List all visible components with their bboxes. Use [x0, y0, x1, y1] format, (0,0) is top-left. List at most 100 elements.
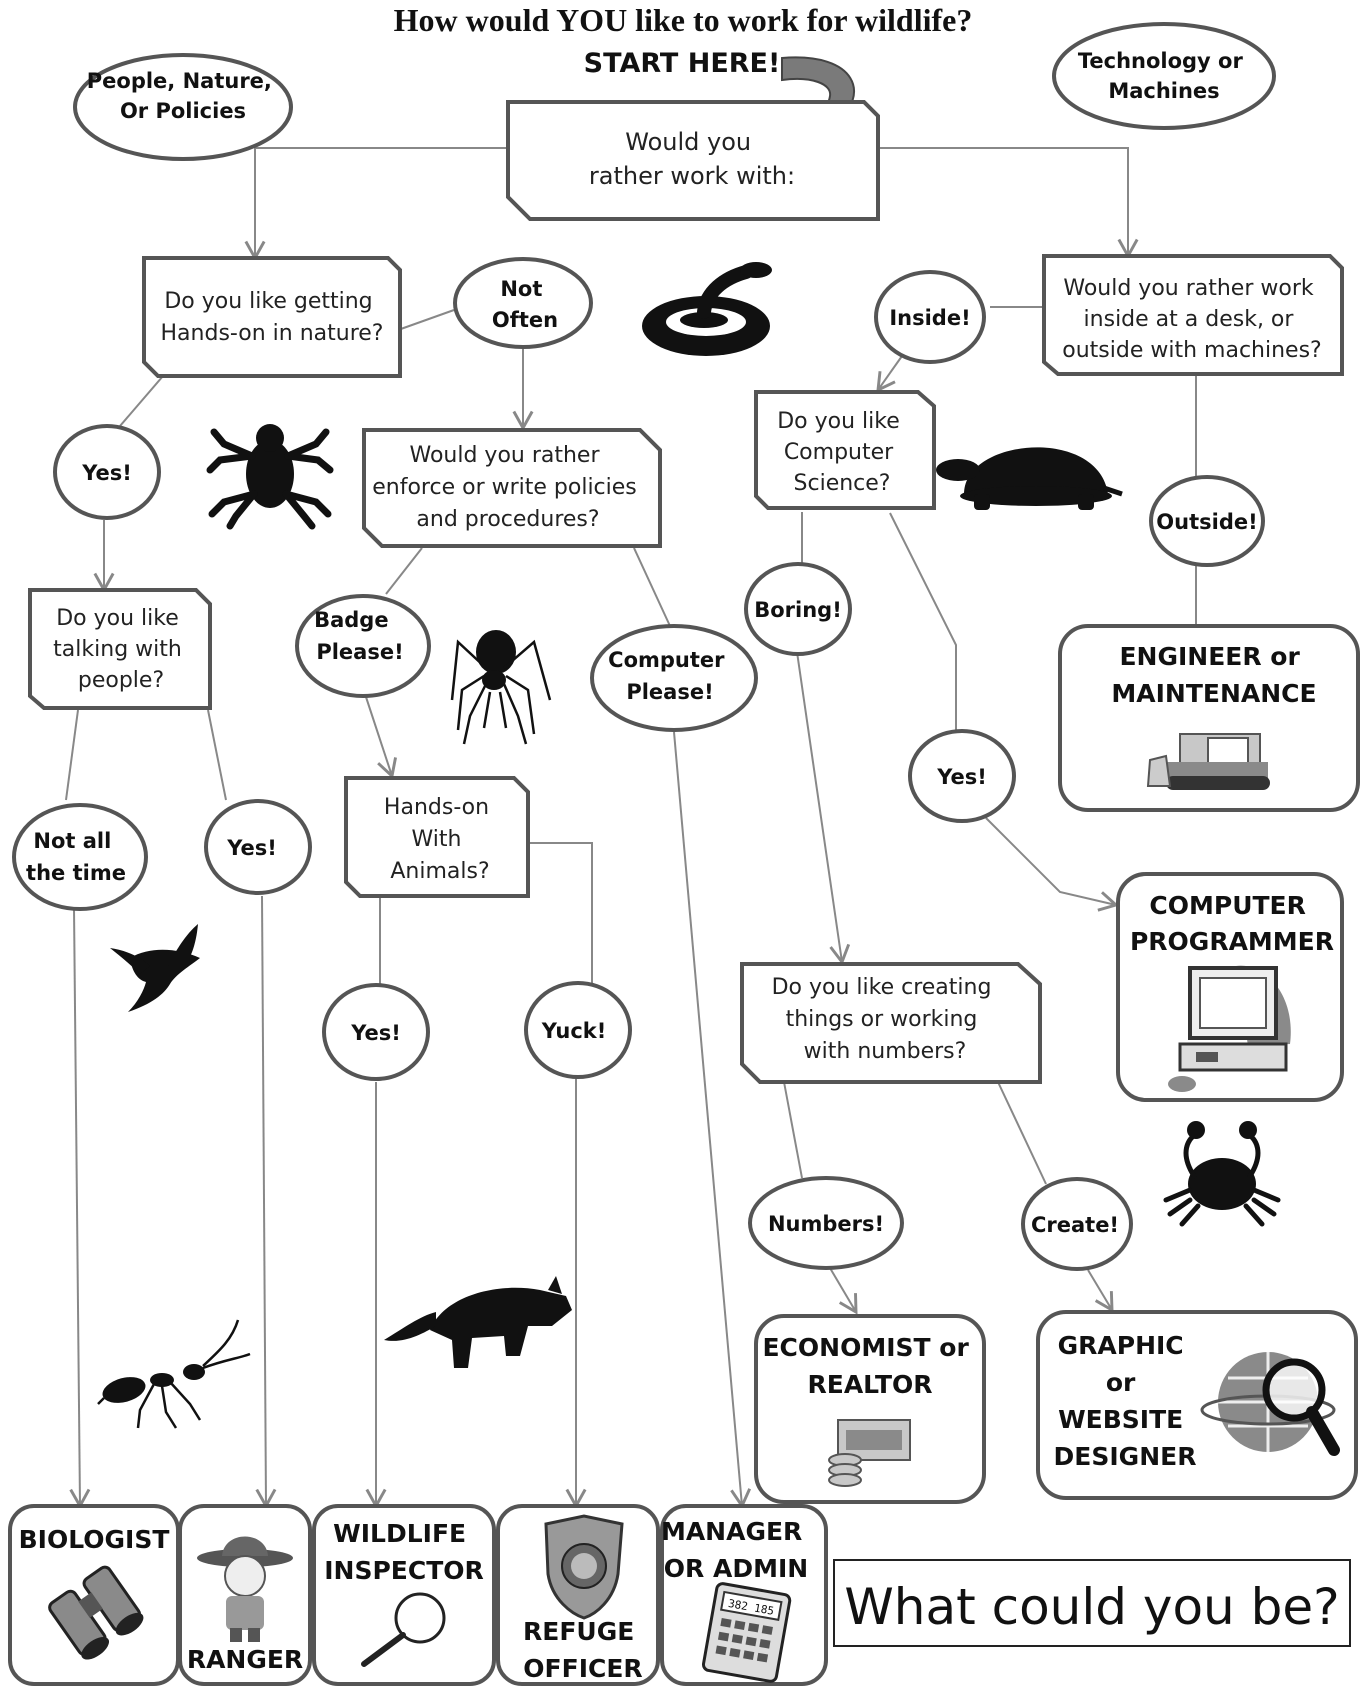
oval-yuck: [524, 981, 632, 1079]
oval-not-all-line-2: the time: [26, 861, 126, 885]
result-manager-text: MANAGER OR ADMIN: [661, 1517, 811, 1583]
binoculars-icon: [48, 1565, 144, 1660]
spider-icon: [450, 630, 552, 745]
oval-yuck-text: Yuck!: [541, 1019, 607, 1043]
oval-people-text: People, Nature, Or Policies: [87, 69, 279, 123]
question-policies-text: Would you rather enforce or write polici…: [372, 443, 644, 532]
result-designer-line-4: DESIGNER: [1054, 1442, 1197, 1471]
connector-boring-to-creating: [796, 651, 851, 965]
question-box-cs: [754, 390, 936, 510]
connector-create-to-designer: [1087, 1269, 1114, 1313]
oval-people-line-2: Or Policies: [120, 99, 246, 123]
question-cs: [754, 390, 936, 510]
result-inspector-line-2: INSPECTOR: [324, 1556, 484, 1585]
oval-yes-cs-text: Yes!: [936, 765, 987, 789]
start-here-label: START HERE!: [584, 48, 781, 79]
connector-policies-to-computer: [633, 547, 671, 627]
bird-icon: [110, 924, 200, 1012]
ant-icon: [97, 1319, 251, 1429]
oval-boring-text: Boring!: [754, 598, 842, 622]
oval-numbers: [748, 1176, 904, 1270]
oval-badge-text: Badge Please!: [314, 608, 404, 664]
page-title: How would YOU like to work for wildlife?: [394, 2, 973, 38]
result-economist-line-1: ECONOMIST or: [762, 1333, 969, 1362]
oval-badge: [295, 594, 431, 698]
oval-not-often-line-2: Often: [492, 308, 558, 332]
connector-start-to-desk: [878, 147, 1139, 260]
oval-tech-text: Technology or Machines: [1078, 49, 1250, 103]
oval-outside: [1149, 475, 1265, 567]
result-economist: [754, 1314, 986, 1504]
computer-icon: [1168, 965, 1291, 1092]
question-box-policies: [362, 428, 662, 548]
closing-box: [833, 1559, 1351, 1647]
question-creating: [740, 962, 1042, 1084]
oval-inside: [874, 270, 986, 364]
connector-handson-to-yes: [119, 375, 164, 427]
question-animals-line-3: Animals?: [390, 859, 489, 884]
result-economist-line-2: REALTOR: [807, 1370, 932, 1399]
connector-policies-to-badge: [385, 547, 423, 595]
frog-icon: [206, 424, 334, 530]
money-icon: [828, 1419, 911, 1487]
connector-talking-to-notall: [65, 709, 79, 801]
result-inspector: [312, 1504, 496, 1686]
oval-yes-talk: [204, 799, 312, 895]
connector-yes-to-ranger: [255, 895, 277, 1510]
oval-yes-talk-text: Yes!: [226, 836, 277, 860]
oval-computer-please-line-1: Computer: [608, 648, 725, 672]
oval-yes-nature-text: Yes!: [81, 461, 132, 485]
question-hands-on: [142, 256, 402, 378]
connector-animals-to-yuck: [528, 842, 593, 992]
calculator-icon: 382 185: [701, 1582, 792, 1683]
oval-not-often-line-1: Not: [500, 277, 542, 301]
question-desk-line-1: Would you rather work: [1063, 276, 1314, 301]
oval-not-often-text: Not Often: [492, 277, 558, 332]
result-designer-line-2: or: [1106, 1368, 1136, 1397]
question-start: [506, 100, 880, 221]
globe-magnifier-icon: [1200, 1352, 1340, 1456]
oval-yes-animals: [322, 983, 430, 1081]
question-creating-text: Do you like creating things or working w…: [772, 975, 999, 1064]
question-policies-line-2: enforce or write policies: [372, 475, 637, 500]
connector-handson-to-notoften: [397, 309, 455, 331]
connector-start-to-handson: [244, 147, 508, 262]
question-animals-line-1: Hands-on: [384, 795, 489, 820]
question-talking-text: Do you like talking with people?: [53, 606, 189, 693]
question-policies-line-1: Would you rather: [409, 443, 600, 468]
question-cs-line-3: Science?: [794, 471, 891, 496]
connector-talking-to-yes: [207, 709, 227, 801]
badge-icon: [544, 1514, 624, 1620]
oval-inside-text: Inside!: [889, 306, 970, 330]
raccoon-icon: [384, 1276, 572, 1368]
question-box-desk: [1042, 254, 1344, 376]
connector-notall-to-biologist: [69, 907, 91, 1510]
result-manager-line-2: OR ADMIN: [664, 1554, 808, 1583]
oval-people-line-1: People, Nature,: [87, 69, 272, 93]
result-biologist-text: BIOLOGIST: [19, 1525, 170, 1554]
question-talking: [28, 588, 212, 710]
oval-create-text: Create!: [1031, 1213, 1119, 1237]
connector-inside-to-cs: [876, 355, 903, 393]
result-officer-line-2: OFFICER: [523, 1654, 642, 1683]
connector-numbers-to-economist: [829, 1267, 858, 1315]
result-programmer-line-2: PROGRAMMER: [1130, 927, 1334, 956]
oval-computer-please-text: Computer Please!: [608, 648, 732, 704]
question-desk-text: Would you rather work inside at a desk, …: [1062, 276, 1321, 363]
question-hands-on-line-2: Hands-on in nature?: [161, 321, 384, 346]
oval-people: [73, 53, 293, 161]
connector-badge-to-animals: [365, 696, 397, 779]
result-inspector-text: WILDLIFE INSPECTOR: [324, 1519, 484, 1585]
question-box-hands-on: [142, 256, 402, 378]
question-box-creating: [740, 962, 1042, 1084]
question-policies-line-3: and procedures?: [416, 507, 599, 532]
result-designer-text: GRAPHIC or WEBSITE DESIGNER: [1054, 1331, 1197, 1471]
oval-tech-line-2: Machines: [1108, 79, 1219, 103]
result-ranger-text: RANGER: [187, 1645, 303, 1674]
question-creating-line-1: Do you like creating: [772, 975, 992, 1000]
result-inspector-line-1: WILDLIFE: [333, 1519, 466, 1548]
question-start-line-2: rather work with:: [589, 162, 795, 190]
question-desk-line-3: outside with machines?: [1062, 338, 1321, 363]
oval-yes-nature: [53, 424, 161, 520]
